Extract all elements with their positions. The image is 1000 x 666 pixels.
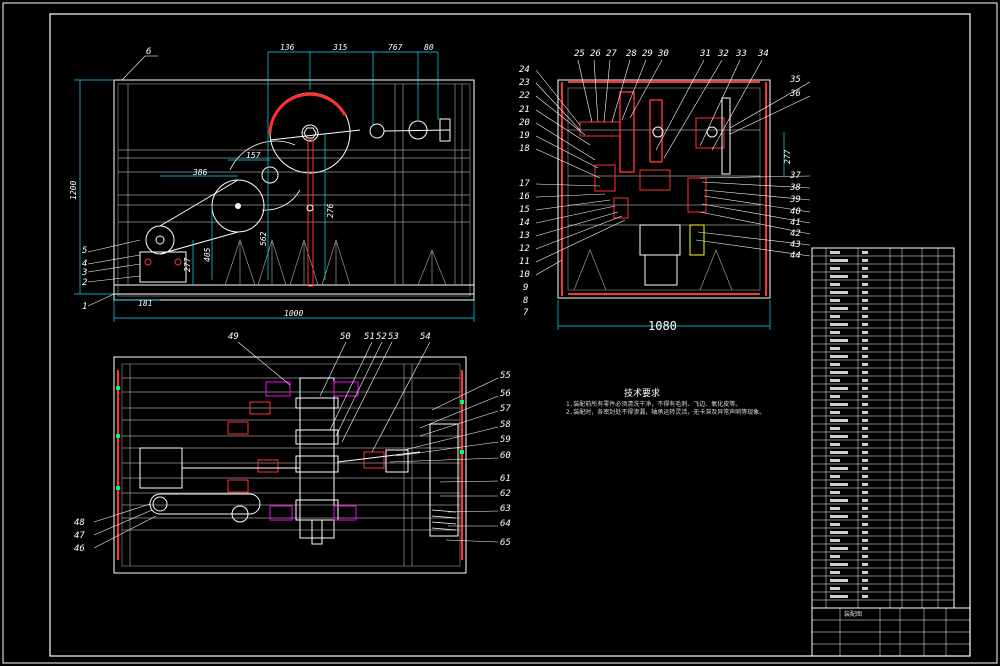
part-label-6: 6 bbox=[146, 47, 151, 57]
part-label-29: 29 bbox=[642, 49, 653, 59]
dim-136: 136 bbox=[280, 43, 295, 52]
part-label-19: 19 bbox=[519, 131, 530, 141]
part-label-62: 62 bbox=[500, 489, 511, 499]
dim-157: 157 bbox=[246, 151, 261, 160]
dim-562: 562 bbox=[259, 231, 268, 246]
part-label-34: 34 bbox=[757, 49, 769, 59]
part-label-42: 42 bbox=[790, 229, 801, 239]
part-label-31: 31 bbox=[699, 49, 711, 59]
part-label-53: 53 bbox=[388, 332, 399, 342]
part-label-15: 15 bbox=[519, 205, 530, 215]
part-label-32: 32 bbox=[717, 49, 729, 59]
part-label-59: 59 bbox=[500, 435, 511, 445]
part-label-55: 55 bbox=[500, 371, 511, 381]
part-label-1: 1 bbox=[82, 302, 87, 312]
title-block-caption: 装配图 bbox=[844, 610, 862, 618]
dim-1200: 1200 bbox=[69, 181, 78, 200]
dim-80: 80 bbox=[424, 43, 434, 52]
part-label-65: 65 bbox=[500, 538, 511, 548]
side-top-labels: 25 26 27 28 29 30 31 32 33 34 bbox=[574, 49, 769, 59]
inner-sheet-border bbox=[49, 13, 971, 657]
part-label-37: 37 bbox=[789, 171, 801, 181]
part-label-3: 3 bbox=[81, 268, 87, 278]
tech-note-line-1: 1.装配前所有零件必须清洗干净，不得有毛刺、飞边、氧化皮等。 bbox=[566, 400, 741, 408]
dim-181: 181 bbox=[138, 299, 152, 308]
plan-view: 49 50 51 52 53 54 55 56 57 58 59 60 61 bbox=[74, 332, 511, 574]
part-label-33: 33 bbox=[735, 49, 747, 59]
part-label-13: 13 bbox=[519, 231, 530, 241]
part-label-41: 41 bbox=[790, 218, 801, 228]
part-label-23: 23 bbox=[519, 78, 530, 88]
dim-276: 276 bbox=[326, 203, 335, 218]
part-label-25: 25 bbox=[574, 49, 585, 59]
part-label-21: 21 bbox=[519, 105, 530, 115]
part-label-49: 49 bbox=[228, 332, 239, 342]
dim-277-side: 277 bbox=[783, 149, 792, 164]
part-label-28: 28 bbox=[626, 49, 637, 59]
tech-notes: 技术要求 1.装配前所有零件必须清洗干净，不得有毛刺、飞边、氧化皮等。 2.装配… bbox=[566, 387, 765, 416]
part-label-5: 5 bbox=[82, 246, 87, 256]
part-label-47: 47 bbox=[74, 531, 85, 541]
tech-notes-title: 技术要求 bbox=[624, 387, 660, 399]
part-label-24: 24 bbox=[519, 65, 530, 75]
part-label-2: 2 bbox=[82, 278, 87, 288]
dim-1080: 1080 bbox=[648, 319, 677, 333]
part-label-10: 10 bbox=[519, 270, 530, 280]
part-label-60: 60 bbox=[500, 451, 511, 461]
dim-405: 405 bbox=[203, 247, 212, 262]
parts-list bbox=[811, 247, 955, 609]
tech-note-line-2: 2.装配时，各密封处不得渗漏，轴承运转灵活，无卡滞及异常声响等现象。 bbox=[566, 408, 765, 416]
part-label-12: 12 bbox=[519, 244, 530, 254]
part-label-58: 58 bbox=[500, 420, 511, 430]
part-label-38: 38 bbox=[789, 183, 801, 193]
part-label-51: 51 bbox=[364, 332, 375, 342]
part-label-20: 20 bbox=[519, 118, 530, 128]
part-label-8: 8 bbox=[523, 296, 528, 306]
part-label-18: 18 bbox=[519, 144, 530, 154]
part-label-26: 26 bbox=[590, 49, 601, 59]
dim-315: 315 bbox=[332, 43, 348, 52]
dim-386: 386 bbox=[192, 168, 208, 177]
side-left-labels: 24 23 22 21 20 19 18 17 16 15 14 13 12 1… bbox=[519, 65, 530, 318]
part-label-7: 7 bbox=[523, 308, 529, 318]
part-label-52: 52 bbox=[376, 332, 387, 342]
part-label-14: 14 bbox=[519, 218, 530, 228]
part-label-9: 9 bbox=[523, 283, 528, 293]
dim-277: 277 bbox=[183, 257, 192, 272]
part-label-61: 61 bbox=[500, 474, 511, 484]
part-label-54: 54 bbox=[420, 332, 431, 342]
part-label-30: 30 bbox=[657, 49, 669, 59]
part-label-22: 22 bbox=[519, 91, 530, 101]
plan-right-labels: 55 56 57 58 59 60 61 62 63 64 65 bbox=[500, 371, 511, 548]
part-label-44: 44 bbox=[790, 251, 801, 261]
dim-767: 767 bbox=[388, 43, 403, 52]
dim-1000: 1000 bbox=[284, 309, 303, 318]
part-label-50: 50 bbox=[340, 332, 351, 342]
part-label-48: 48 bbox=[74, 518, 85, 528]
front-view: 136 315 767 80 1200 386 157 562 276 277 … bbox=[69, 43, 475, 322]
title-block: 装配图 bbox=[811, 607, 971, 657]
part-label-63: 63 bbox=[500, 504, 511, 514]
part-label-11: 11 bbox=[519, 257, 530, 267]
part-label-35: 35 bbox=[789, 75, 801, 85]
part-label-17: 17 bbox=[519, 179, 530, 189]
part-label-56: 56 bbox=[500, 389, 511, 399]
part-label-57: 57 bbox=[500, 404, 511, 414]
part-label-40: 40 bbox=[790, 207, 801, 217]
part-label-27: 27 bbox=[606, 49, 617, 59]
part-label-43: 43 bbox=[790, 240, 801, 250]
part-label-4: 4 bbox=[82, 259, 87, 269]
part-label-46: 46 bbox=[74, 544, 85, 554]
side-view: 1080 277 25 26 27 28 29 30 31 32 33 34 bbox=[519, 49, 811, 333]
part-label-36: 36 bbox=[789, 89, 801, 99]
side-right-labels: 35 36 37 38 39 40 41 42 43 44 bbox=[789, 75, 801, 261]
part-label-39: 39 bbox=[789, 195, 801, 205]
part-label-64: 64 bbox=[500, 519, 511, 529]
part-label-16: 16 bbox=[519, 192, 530, 202]
